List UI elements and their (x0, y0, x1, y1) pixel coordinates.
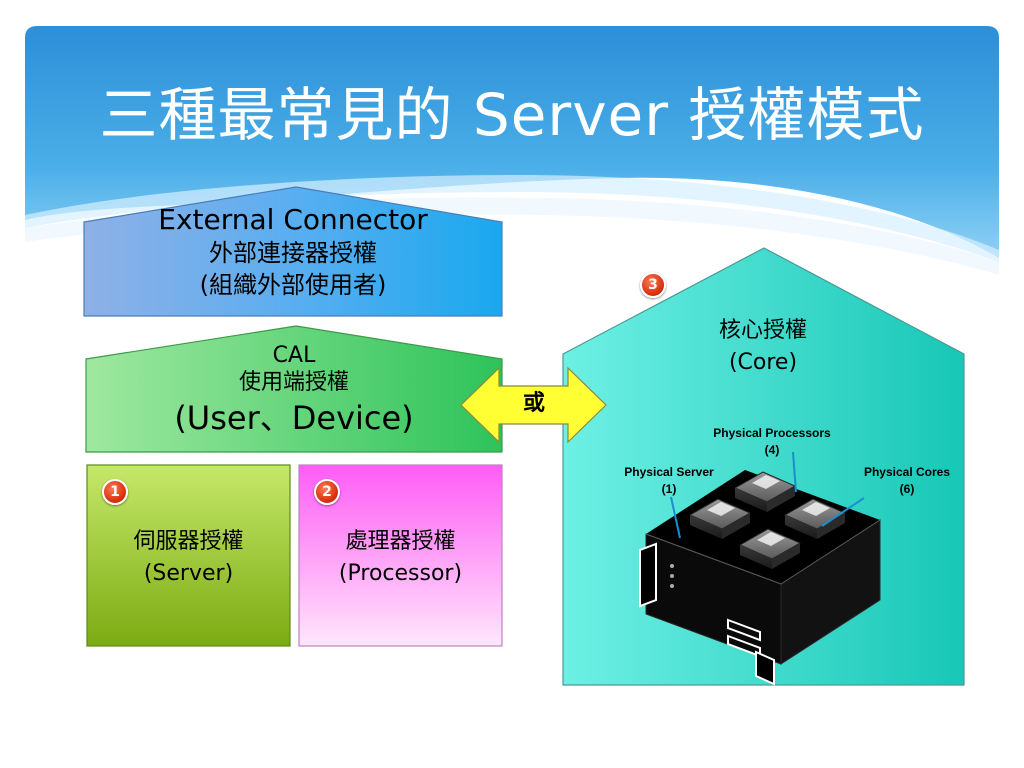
external-connector-note: (組織外部使用者) (199, 271, 387, 299)
cal-label: CAL 使用端授權 (User、Device) (86, 343, 502, 439)
processor-chip-2 (688, 498, 752, 539)
server-hardware-icon (639, 451, 881, 686)
physical-processors-count: (4) (764, 443, 780, 457)
server-license-label: 伺服器授權 (Server) (87, 526, 290, 590)
cal-subtitle: 使用端授權 (238, 370, 349, 395)
server-license-title: 伺服器授權 (133, 529, 244, 554)
processor-license-subtitle: (Processor) (338, 561, 463, 586)
physical-server-pointer (670, 496, 681, 539)
server-license-subtitle: (Server) (143, 561, 234, 586)
physical-processors-pointer (792, 451, 797, 493)
or-double-arrow (460, 366, 607, 444)
physical-cores-pointer (821, 497, 865, 527)
external-connector-label: External Connector 外部連接器授權 (組織外部使用者) (84, 203, 502, 301)
badge-1: 1 (102, 479, 128, 505)
cal-note: (User、Device) (174, 399, 414, 437)
external-connector-subtitle: 外部連接器授權 (209, 239, 377, 267)
cal-title: CAL (272, 343, 316, 368)
physical-server-count: (1) (661, 482, 677, 496)
physical-processors-label: Physical Processors (4) (700, 425, 844, 459)
slide-title: 三種最常見的 Server 授權模式 (99, 81, 925, 149)
processor-license-title: 處理器授權 (345, 529, 456, 554)
physical-processors-text: Physical Processors (713, 426, 831, 440)
badge-3: 3 (640, 272, 666, 298)
physical-cores-label: Physical Cores (6) (852, 464, 962, 498)
physical-server-text: Physical Server (624, 465, 714, 479)
core-license-label: 核心授權 (Core) (663, 315, 863, 379)
or-label: 或 (522, 391, 545, 416)
processor-chip-1 (733, 471, 797, 512)
external-connector-shape (83, 186, 503, 317)
physical-cores-count: (6) (899, 482, 915, 496)
physical-server-label: Physical Server (1) (614, 464, 724, 498)
processor-chip-4 (738, 528, 802, 569)
core-license-title: 核心授權 (718, 318, 807, 343)
external-connector-title: External Connector (158, 203, 428, 236)
processor-license-label: 處理器授權 (Processor) (299, 526, 502, 590)
core-license-subtitle: (Core) (728, 350, 798, 375)
badge-2: 2 (314, 479, 340, 505)
physical-cores-text: Physical Cores (863, 465, 951, 479)
